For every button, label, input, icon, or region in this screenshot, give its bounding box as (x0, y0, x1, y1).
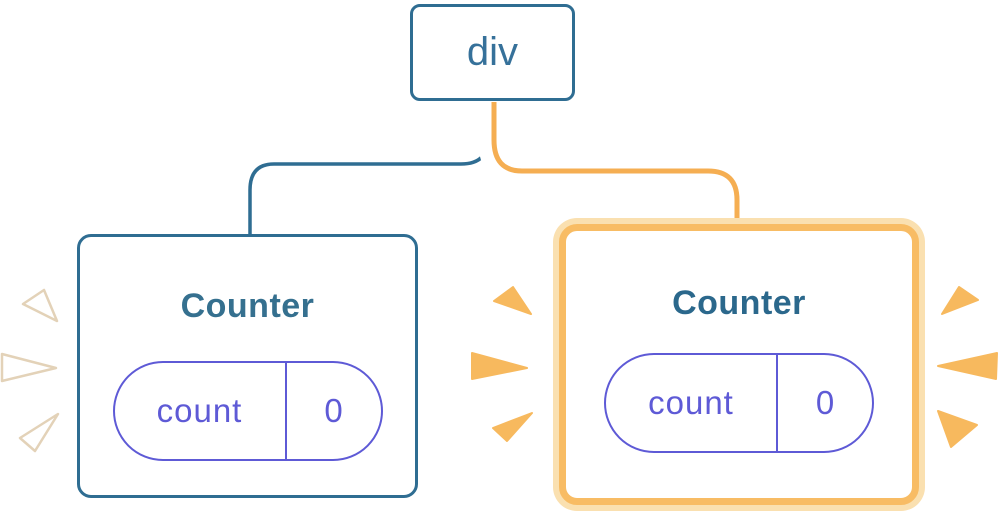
tree-node-div: div (410, 4, 575, 101)
edge-div-to-right-counter-casing (478, 102, 753, 232)
state-key-label: count (115, 363, 287, 459)
state-key-label: count (606, 355, 778, 451)
tree-node-div-label: div (466, 30, 519, 74)
ray-icon (471, 352, 528, 380)
edge-div-to-right-counter (491, 102, 740, 240)
ray-icon (21, 288, 59, 323)
ray-icon (941, 286, 979, 315)
burst-rays-right-counter-right (937, 286, 998, 448)
ray-icon (937, 352, 998, 380)
ray-icon (0, 352, 58, 383)
state-value: 0 (324, 392, 343, 429)
ray-icon (937, 410, 978, 448)
state-value: 0 (815, 384, 835, 421)
ray-icon (492, 412, 533, 442)
burst-rays-left-counter (0, 288, 60, 453)
burst-rays-right-counter-left (471, 286, 533, 442)
edge-div-to-left-counter (248, 102, 491, 240)
counter-card-right-highlighted: Counter count 0 (559, 224, 919, 505)
counter-title: Counter (180, 287, 315, 325)
counter-card-left: Counter count 0 (77, 234, 418, 498)
state-pill: count 0 (604, 353, 874, 453)
ray-icon (493, 286, 532, 315)
ray-icon (18, 412, 60, 453)
counter-title: Counter (672, 284, 806, 322)
state-pill: count 0 (112, 361, 383, 461)
